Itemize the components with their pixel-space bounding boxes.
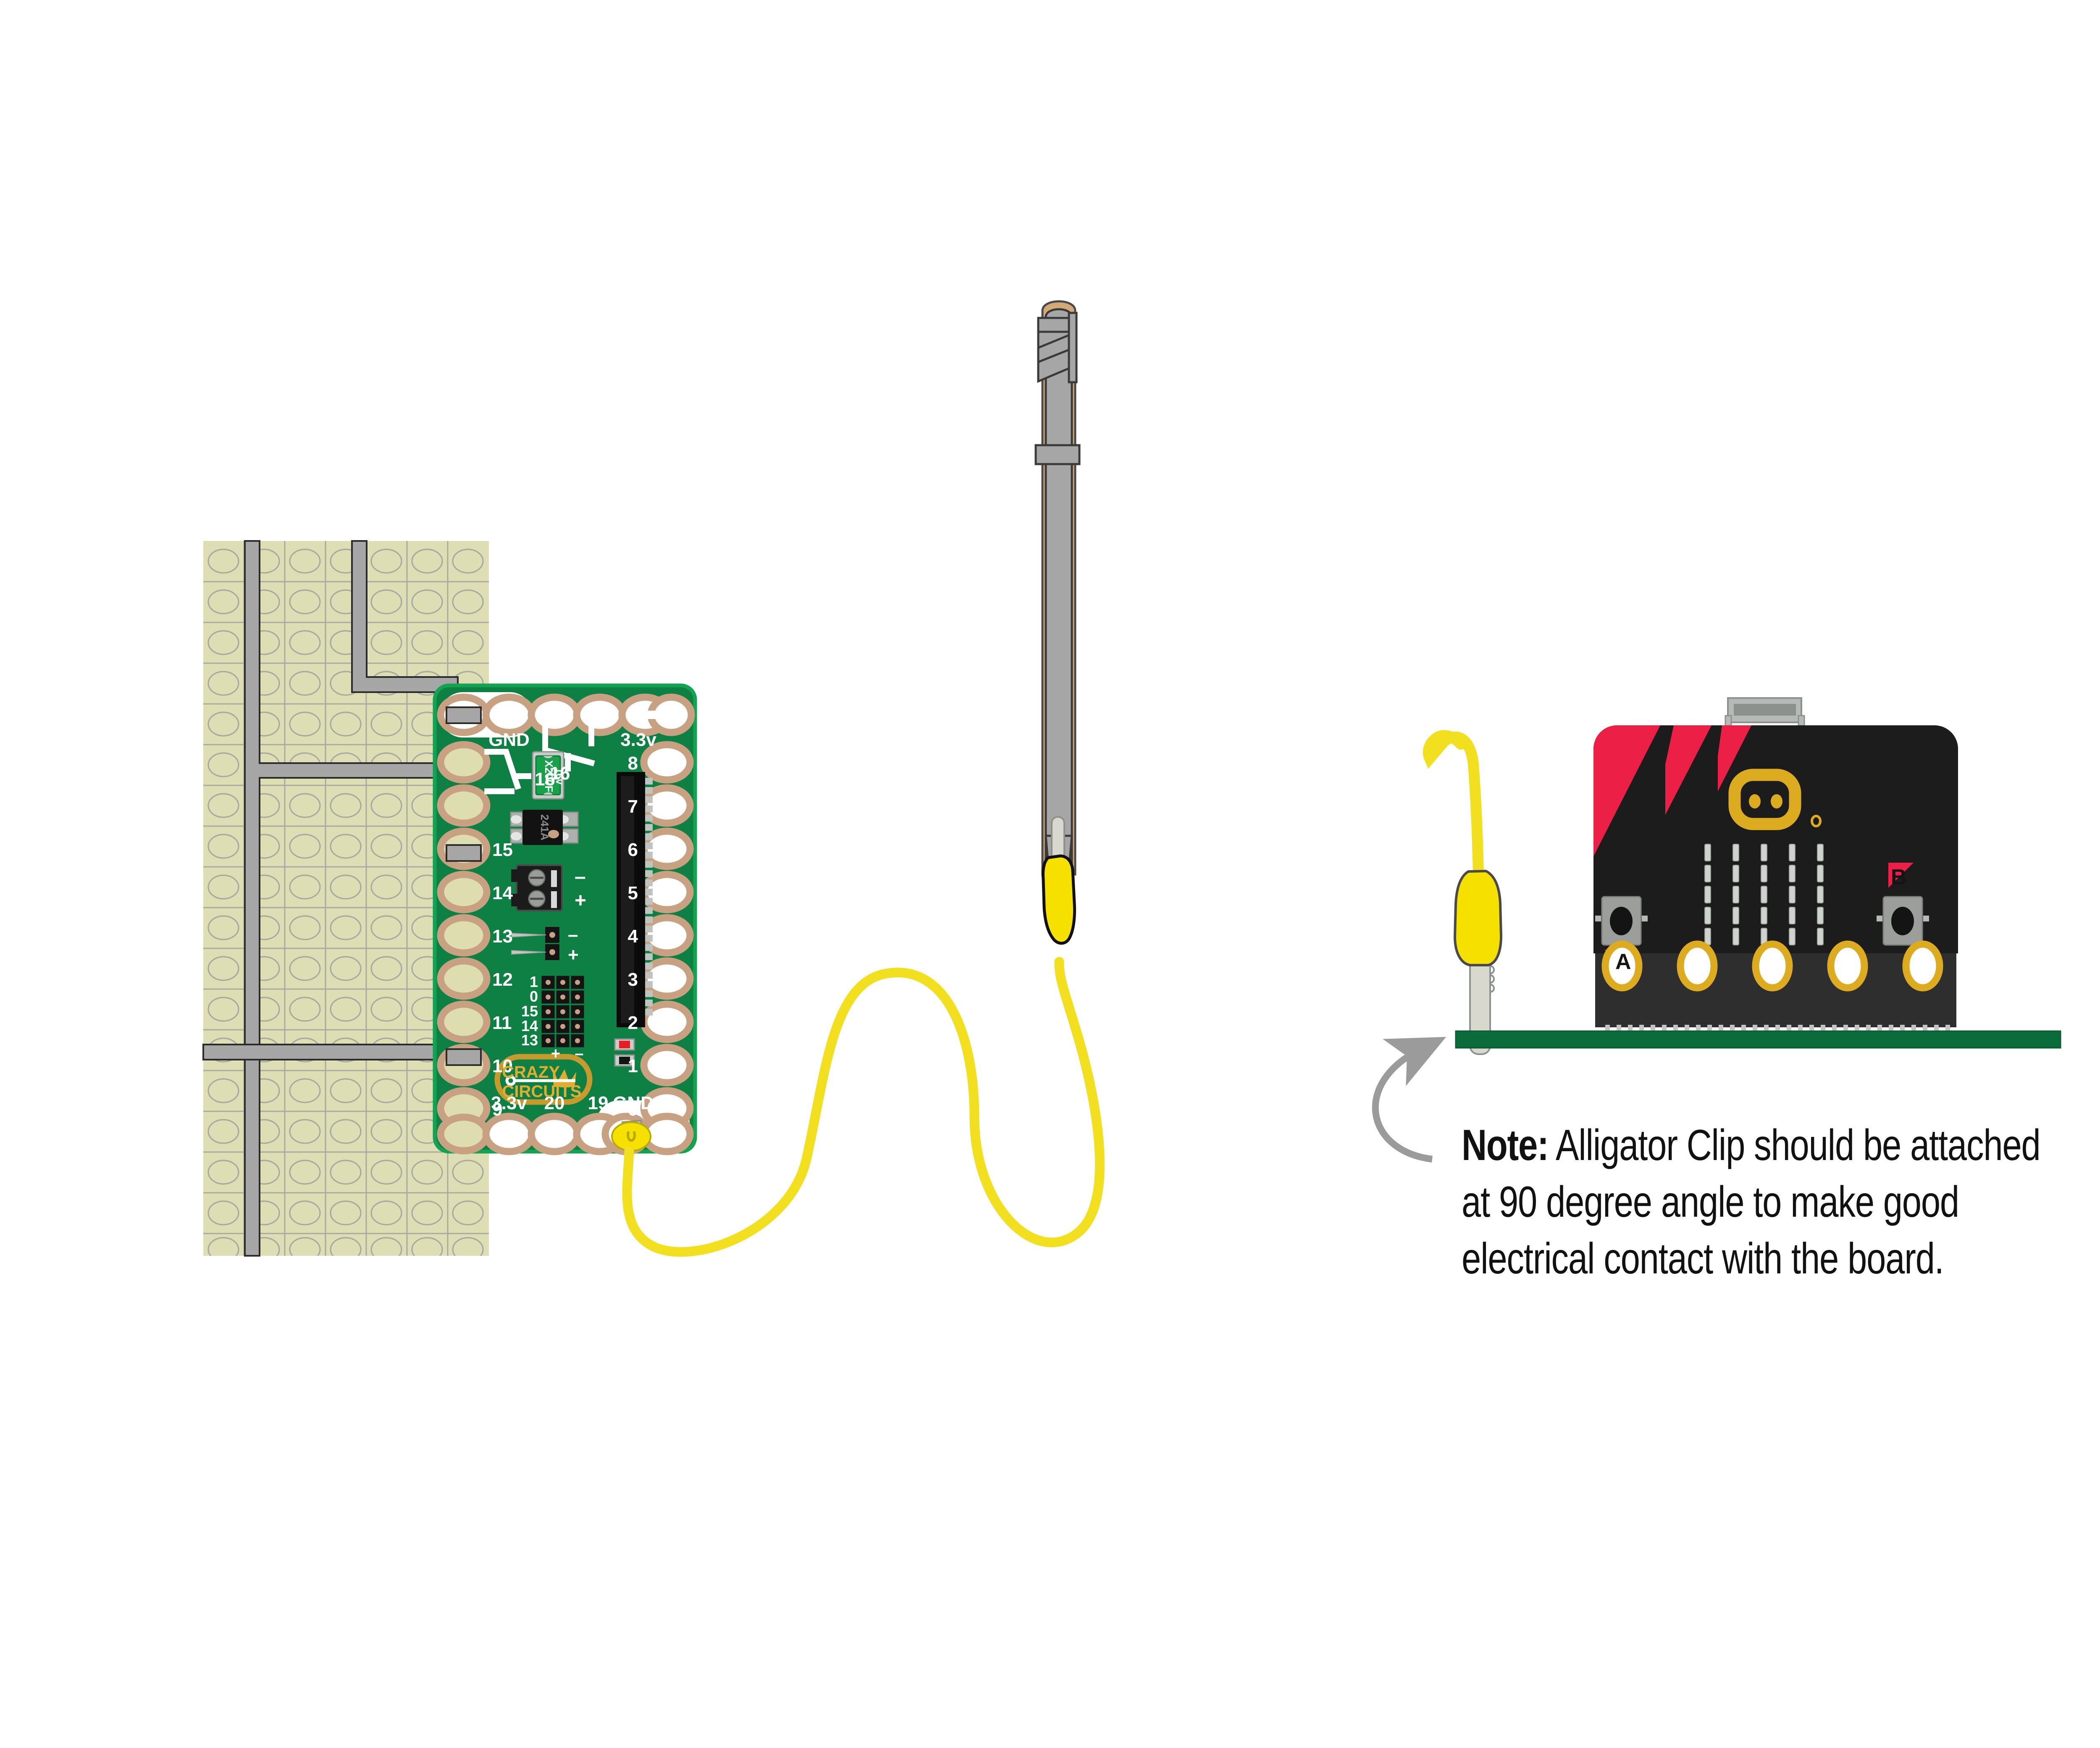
pad-label-gnd-top: GND xyxy=(488,730,530,750)
pad-label-15: 15 xyxy=(492,840,513,860)
header-minus-label: – xyxy=(568,924,578,945)
microbit-board xyxy=(1593,697,1958,992)
npx-minus-label: – xyxy=(575,1045,583,1063)
bit-board xyxy=(433,683,697,1155)
pad-label-0: 0 xyxy=(628,1099,638,1120)
microbit-button-a[interactable] xyxy=(1595,896,1648,946)
bit-board-status-leds xyxy=(614,1038,635,1067)
bit-board-logo-text: CRAZY CIRCUITS xyxy=(502,1063,581,1101)
microbit-indicator-ring xyxy=(1811,815,1822,827)
microbit-edge-pads xyxy=(1601,940,1943,992)
note-line-1: Note: Alligator Clip should be attached xyxy=(1462,1117,2050,1174)
pad-label-6: 6 xyxy=(628,840,638,860)
bit-board-edge-connector xyxy=(617,772,653,1027)
breakout-pcb-strip-overlay xyxy=(1455,1030,2061,1049)
bit-board-silk-text: GND 3.3v 16 16 15 14 13 12 11 10 9 8 7 6… xyxy=(488,730,656,1120)
pad-label-10: 10 xyxy=(492,1056,513,1076)
npx-row-label-14: 14 xyxy=(521,1017,538,1034)
pad-label-11: 11 xyxy=(492,1013,512,1033)
microbit-label-b: B xyxy=(1891,865,1907,890)
maker-tape-traces xyxy=(202,540,459,1257)
npx-row-label-15: 15 xyxy=(521,1003,538,1020)
npx-row-label-13: 13 xyxy=(521,1031,538,1049)
microbit-button-b-marker xyxy=(1888,863,1914,888)
pad-label-5: 5 xyxy=(628,883,638,903)
bit-board-part-text: X200F 16v 241A xyxy=(538,760,565,841)
npx-plus-label: + xyxy=(551,1045,560,1063)
pad-label-33v-bottom: 3.3v xyxy=(491,1093,527,1113)
terminal-plus-label: + xyxy=(575,890,586,912)
pad-label-1: 1 xyxy=(628,1056,638,1076)
alligator-clip-on-bit-board xyxy=(611,1119,651,1152)
pad-label-4: 4 xyxy=(628,926,638,947)
bit-board-switch-symbols xyxy=(484,723,595,794)
pad-label-2: 2 xyxy=(628,1013,638,1033)
microbit-logo-face-icon xyxy=(1728,769,1801,830)
microbit-usb-connector xyxy=(1725,697,1805,727)
conductive-tape-probe xyxy=(1034,300,1081,945)
switch-label-16-top: 16 xyxy=(550,763,570,784)
bit-board-logo xyxy=(494,1054,593,1105)
logo-line-2: CIRCUITS xyxy=(502,1082,582,1101)
pad-label-33v-top: 3.3v xyxy=(620,730,656,750)
pad-label-14: 14 xyxy=(492,883,513,903)
pad-label-12: 12 xyxy=(492,969,513,990)
fuse-text-line1: X200F xyxy=(543,760,555,793)
bit-board-neopixel-header xyxy=(540,974,585,1049)
pad-label-13: 13 xyxy=(492,926,513,947)
microbit-chevron-stripes xyxy=(1593,725,1751,856)
pad-label-gnd-bottom: GND xyxy=(613,1093,654,1113)
bit-board-regulator xyxy=(510,810,579,845)
note-line-3: electrical contact with the board. xyxy=(1462,1234,1944,1283)
callout-arrow xyxy=(1372,1037,1446,1163)
bit-board-bottom-pads xyxy=(482,1113,694,1155)
bit-board-two-pin-header xyxy=(511,927,559,960)
regulator-text: 241A xyxy=(538,814,551,840)
microbit-label-a: A xyxy=(1615,950,1631,974)
note-line-2: at 90 degree angle to make good xyxy=(1462,1178,1959,1227)
bit-board-fuse xyxy=(532,751,564,800)
header-plus-label: + xyxy=(568,945,579,965)
alligator-clip-vertical xyxy=(1423,730,2061,1055)
fuse-text-line2: 16v xyxy=(554,768,565,785)
logo-line-1: CRAZY xyxy=(502,1063,560,1081)
note-callout: Note: Alligator Clip should be attached … xyxy=(1462,1117,2050,1288)
microbit-led-matrix xyxy=(1704,844,1824,945)
note-line-1-text: Alligator Clip should be attached xyxy=(1548,1121,2041,1170)
pad-label-20: 20 xyxy=(544,1093,565,1113)
yellow-wire xyxy=(622,957,1105,1257)
pad-label-8: 8 xyxy=(628,753,638,774)
bit-board-top-pads xyxy=(437,693,695,736)
pad-label-7: 7 xyxy=(628,796,638,817)
switch-label-16-left: 16 xyxy=(535,769,555,790)
microbit-button-b[interactable] xyxy=(1877,896,1929,946)
microbit-button-letters: A B xyxy=(1615,865,1907,974)
npx-row-label-0: 0 xyxy=(530,988,538,1005)
trace-pin9-branch xyxy=(202,1044,459,1060)
npx-row-label-1: 1 xyxy=(530,973,538,990)
note-label: Note: xyxy=(1462,1121,1549,1170)
trace-long-vertical xyxy=(244,540,459,1257)
terminal-minus-label: – xyxy=(575,866,586,888)
pad-label-19: 19 xyxy=(588,1093,609,1113)
pad-label-3: 3 xyxy=(628,969,638,990)
pad-label-9: 9 xyxy=(492,1099,502,1120)
bit-board-screw-terminal xyxy=(511,864,563,911)
